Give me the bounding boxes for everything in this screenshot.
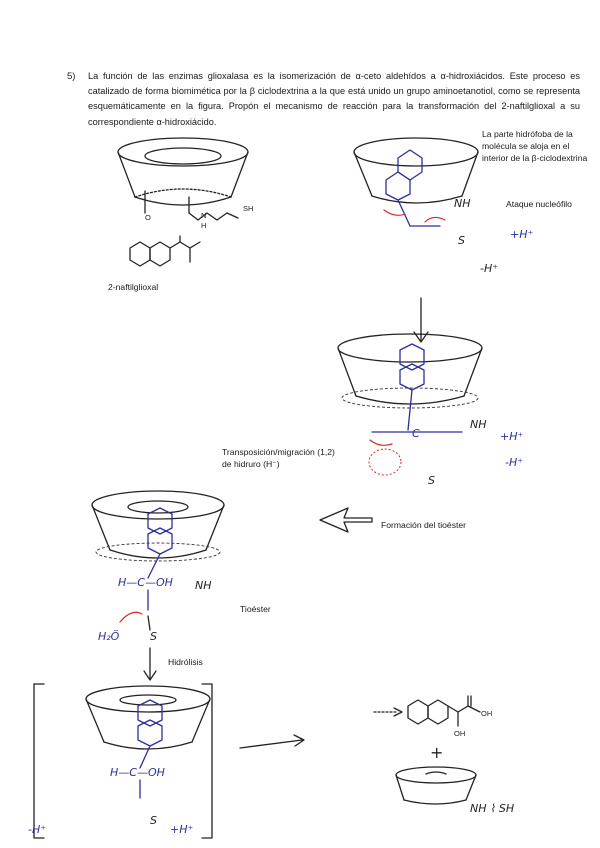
acid-oh-label: OH — [481, 709, 492, 718]
cyclodextrin-step-1 — [353, 137, 479, 227]
plus-sign: + — [430, 743, 443, 762]
amine-h-label: H — [201, 221, 206, 230]
naphthylglyoxal-structure — [129, 235, 201, 267]
ring-oxygen-label: O — [145, 213, 151, 222]
step2-minus-h: -H⁺ — [505, 456, 523, 469]
amine-n-label: N — [201, 211, 206, 220]
step1-nh: NH — [454, 197, 471, 210]
question-text: La función de las enzimas glioxalasa es … — [88, 71, 580, 127]
thiol-label: SH — [243, 204, 253, 213]
hydride-shift-label: Transposición/migración (1,2) de hidruro… — [222, 447, 335, 469]
step2-carbon: C — [412, 427, 420, 440]
step1-s: S — [458, 234, 465, 247]
step1-minus-h: -H⁺ — [480, 262, 498, 275]
thioester-label: Tioéster — [240, 604, 271, 614]
step3-s: S — [150, 630, 157, 643]
step3-nh: NH — [195, 579, 212, 592]
hydroxy-acid-product — [373, 695, 481, 727]
step3-alpha: H—C—OH — [118, 576, 173, 589]
product-tail-label: NH ⌇ SH — [470, 802, 514, 815]
cyclodextrin-step-2 — [337, 333, 483, 476]
step4-plus-h: +H⁺ — [170, 823, 193, 836]
cyclodextrin-step-3 — [91, 490, 225, 631]
cyclodextrin-step-4 — [33, 683, 213, 839]
alpha-oh-label: OH — [454, 729, 465, 738]
nucleophilic-attack-label: Ataque nucleófilo — [506, 199, 572, 209]
hydrolysis-label: Hidrólisis — [168, 657, 203, 667]
step4-s: S — [150, 814, 157, 827]
step1-plus-h: +H⁺ — [510, 228, 533, 241]
regenerated-cyclodextrin — [395, 766, 477, 805]
printed-cyclodextrin — [117, 137, 249, 221]
substrate-label: 2-naftilglioxal — [108, 282, 159, 292]
thioester-formation-label: Formación del tioéster — [381, 520, 467, 530]
step2-s: S — [428, 474, 435, 487]
step4-minus-h: -H⁺ — [28, 823, 46, 836]
step2-nh: NH — [470, 418, 487, 431]
step4-alpha: H—C—OH — [110, 766, 165, 779]
step3-water: H₂Ö — [98, 630, 120, 643]
hydrophobic-note: La parte hidrófoba de la molécula se alo… — [482, 129, 588, 163]
question-number: 5) — [67, 71, 76, 82]
step2-plus-h: +H⁺ — [500, 430, 523, 443]
